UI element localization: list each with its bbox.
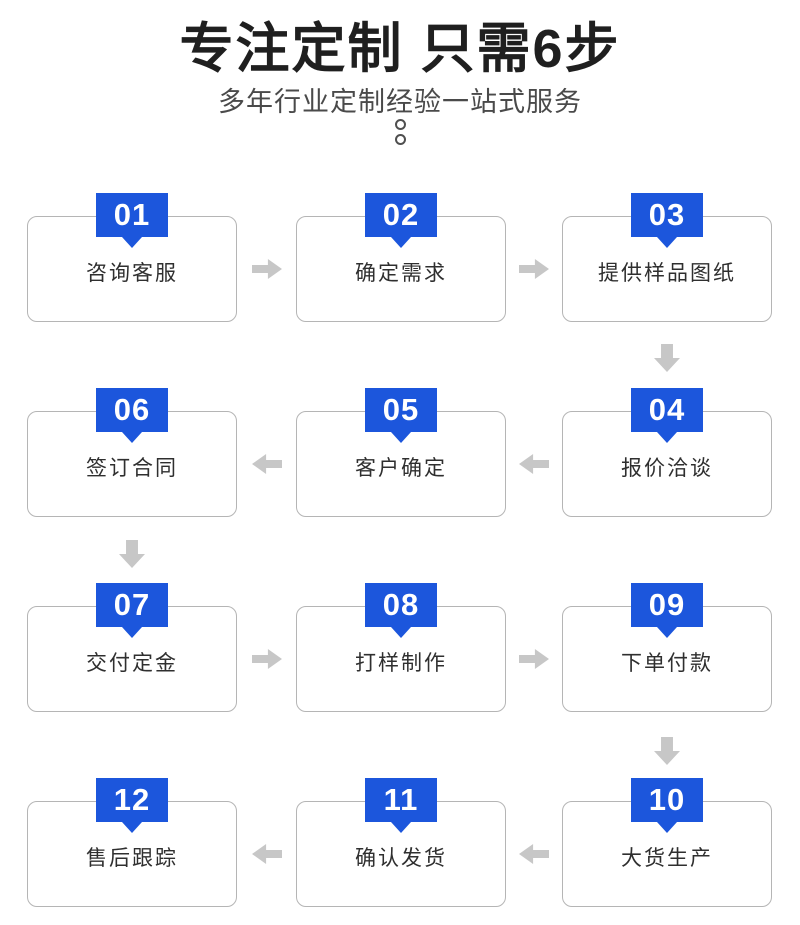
- step-number-badge: 03: [631, 193, 703, 237]
- step-card-02: 02 确定需求: [296, 193, 506, 322]
- step-number-badge: 05: [365, 388, 437, 432]
- step-number-badge: 12: [96, 778, 168, 822]
- step-number-badge: 04: [631, 388, 703, 432]
- step-label: 确定需求: [355, 262, 447, 285]
- page-title: 专注定制 只需6步: [179, 19, 621, 79]
- step-number-badge: 09: [631, 583, 703, 627]
- step-number-badge: 06: [96, 388, 168, 432]
- right-arrow-icon: [519, 649, 549, 669]
- step-card-04: 04 报价洽谈: [562, 388, 772, 517]
- step-number-badge: 10: [631, 778, 703, 822]
- right-arrow-icon: [252, 259, 282, 279]
- step-card-01: 01 咨询客服: [27, 193, 237, 322]
- left-arrow-icon: [519, 844, 549, 864]
- step-label: 交付定金: [86, 652, 178, 675]
- down-arrow-icon: [119, 540, 145, 568]
- step-card-05: 05 客户确定: [296, 388, 506, 517]
- left-arrow-icon: [252, 454, 282, 474]
- step-number-badge: 02: [365, 193, 437, 237]
- dot-icon: [394, 119, 406, 130]
- dots-decoration: [0, 119, 800, 145]
- right-arrow-icon: [519, 259, 549, 279]
- step-card-10: 10 大货生产: [562, 778, 772, 907]
- step-label: 下单付款: [621, 652, 713, 675]
- step-card-06: 06 签订合同: [27, 388, 237, 517]
- step-label: 打样制作: [355, 652, 447, 675]
- step-card-07: 07 交付定金: [27, 583, 237, 712]
- step-label: 报价洽谈: [621, 457, 713, 480]
- step-number-badge: 08: [365, 583, 437, 627]
- down-arrow-icon: [654, 737, 680, 765]
- page-subtitle: 多年行业定制经验一站式服务: [218, 87, 582, 117]
- dot-icon: [394, 134, 406, 145]
- left-arrow-icon: [252, 844, 282, 864]
- step-label: 确认发货: [355, 847, 447, 870]
- step-card-03: 03 提供样品图纸: [562, 193, 772, 322]
- step-number-badge: 07: [96, 583, 168, 627]
- step-number-badge: 11: [365, 778, 437, 822]
- step-number-badge: 01: [96, 193, 168, 237]
- step-label: 提供样品图纸: [598, 262, 736, 285]
- right-arrow-icon: [252, 649, 282, 669]
- step-label: 售后跟踪: [86, 847, 178, 870]
- step-card-12: 12 售后跟踪: [27, 778, 237, 907]
- step-label: 大货生产: [621, 847, 713, 870]
- step-label: 咨询客服: [86, 262, 178, 285]
- step-label: 签订合同: [86, 457, 178, 480]
- step-label: 客户确定: [355, 457, 447, 480]
- step-card-08: 08 打样制作: [296, 583, 506, 712]
- left-arrow-icon: [519, 454, 549, 474]
- step-card-11: 11 确认发货: [296, 778, 506, 907]
- down-arrow-icon: [654, 344, 680, 372]
- step-card-09: 09 下单付款: [562, 583, 772, 712]
